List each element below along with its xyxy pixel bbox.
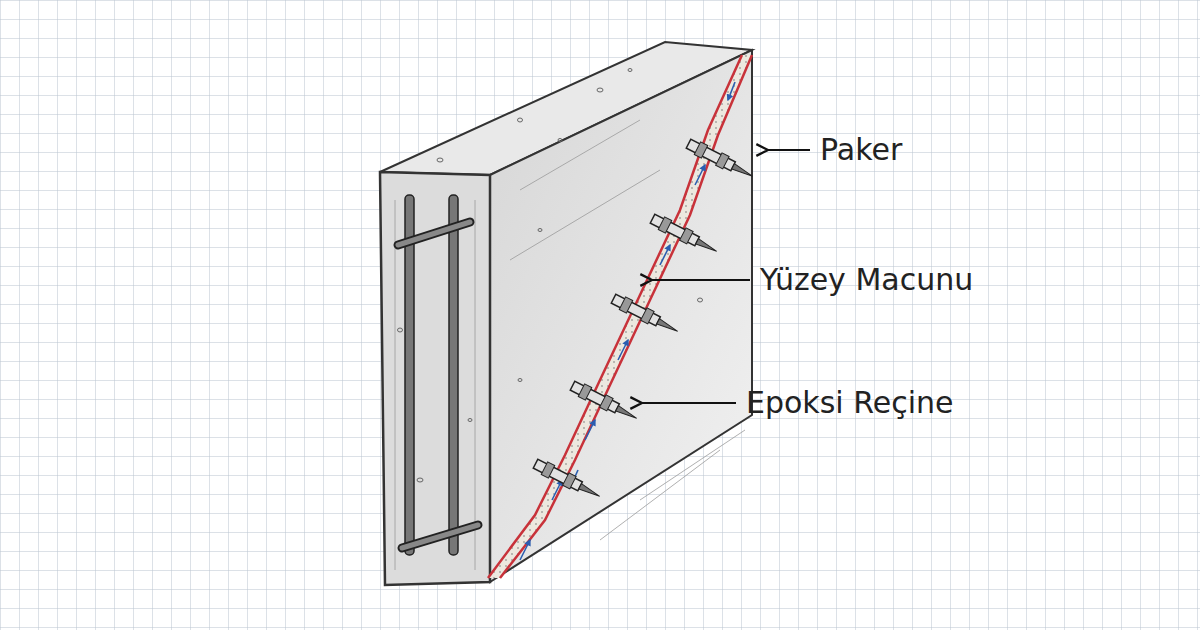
leader-line <box>768 149 810 151</box>
hatch-line <box>475 200 476 570</box>
speckle <box>398 328 403 332</box>
packer-collar <box>578 384 591 400</box>
leader-line <box>652 279 750 281</box>
flow-arrow <box>728 82 735 100</box>
flow-arrow <box>520 540 530 560</box>
packer-collar <box>658 217 671 233</box>
resin-flow <box>520 82 735 560</box>
packer-collar <box>716 153 729 169</box>
crack-edge <box>488 55 742 578</box>
packers <box>532 137 756 502</box>
speckle <box>518 379 522 382</box>
rebar-horizontal <box>398 222 470 245</box>
part-label: Yüzey Macunu <box>760 262 973 298</box>
packer-collar <box>619 297 632 313</box>
speckle <box>437 158 443 162</box>
part-label: Paker <box>820 132 902 168</box>
speckle <box>628 69 632 72</box>
packer-collar <box>641 308 654 324</box>
packer-nozzle <box>696 239 718 254</box>
packer-collar <box>694 142 707 158</box>
packer-body <box>533 459 582 491</box>
packer-collar <box>541 462 554 478</box>
hatch-line <box>520 120 640 190</box>
packer-body <box>686 139 735 171</box>
hatch-line <box>510 170 660 260</box>
speckle <box>538 229 542 232</box>
flow-arrow <box>552 480 562 500</box>
packer <box>610 292 681 337</box>
rebar-vertical <box>405 195 414 555</box>
rebar-vertical <box>449 195 458 555</box>
rebar-horizontal <box>398 222 470 245</box>
part-label: Epoksi Reçine <box>746 385 953 421</box>
surface-putty <box>488 55 752 578</box>
packer-collar <box>563 473 576 489</box>
block-front-face <box>380 172 490 585</box>
packer-nozzle <box>732 164 754 179</box>
crack-edge <box>500 55 752 578</box>
flow-arrow <box>585 420 595 440</box>
flow-arrow <box>695 165 705 185</box>
packer <box>649 212 720 257</box>
rebars <box>398 195 478 555</box>
hatch-line <box>395 200 396 570</box>
leader-line <box>642 402 736 404</box>
hatch-line <box>600 450 720 540</box>
speckle <box>597 88 603 92</box>
speckle <box>468 419 472 422</box>
hatch-line <box>640 430 745 500</box>
flow-arrow <box>660 245 670 265</box>
packer-nozzle <box>657 319 679 334</box>
speckle <box>518 118 523 122</box>
packer-collar <box>680 228 693 244</box>
rebar-horizontal <box>402 525 478 548</box>
rebar-horizontal <box>402 525 478 548</box>
packer-body <box>570 381 619 413</box>
packer-body <box>611 294 660 326</box>
speckle <box>698 298 703 302</box>
packer <box>532 457 603 502</box>
packer <box>569 379 640 424</box>
speckle <box>558 139 562 142</box>
packer-body <box>650 214 699 246</box>
packer <box>685 137 756 182</box>
packer-nozzle <box>616 406 638 421</box>
packer-collar <box>600 395 613 411</box>
packer-nozzle <box>579 484 601 499</box>
flow-arrow <box>618 340 628 360</box>
speckle <box>417 478 423 482</box>
